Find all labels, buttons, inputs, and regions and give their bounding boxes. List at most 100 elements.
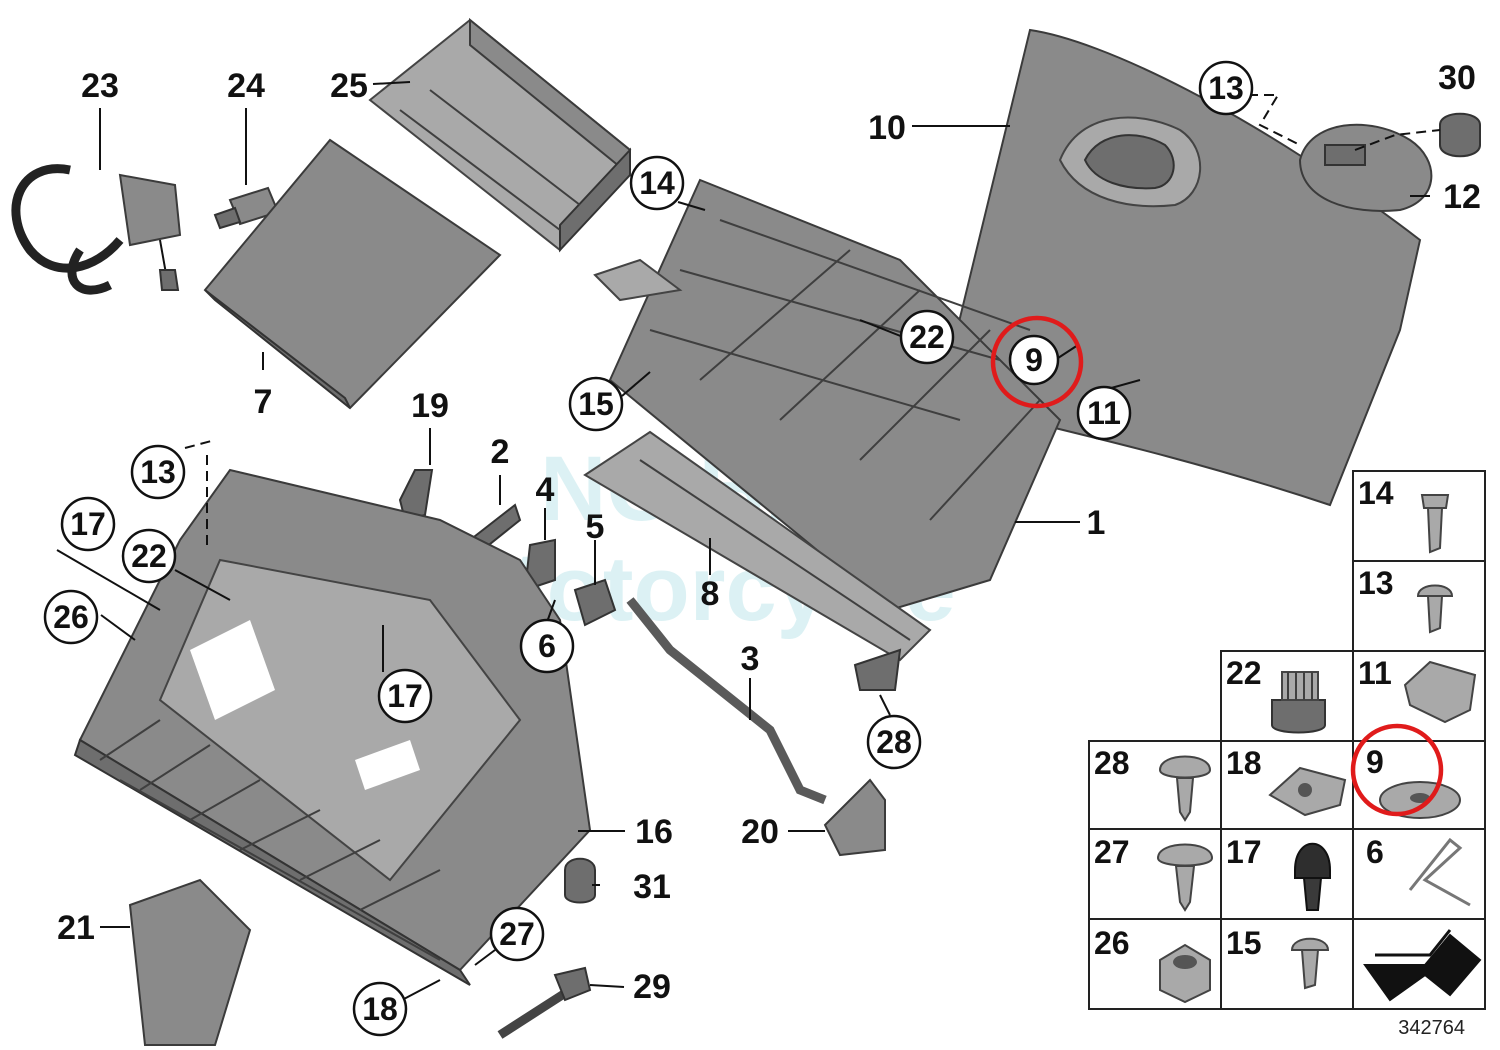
callout-19: 19 xyxy=(411,387,449,425)
callout-28: 28 xyxy=(866,714,922,770)
svg-text:28: 28 xyxy=(1094,745,1130,781)
svg-text:5: 5 xyxy=(586,508,605,546)
svg-text:17: 17 xyxy=(387,678,423,714)
svg-text:8: 8 xyxy=(701,575,720,613)
svg-text:17: 17 xyxy=(1226,834,1262,870)
buffer-icon xyxy=(1294,842,1331,911)
callout-3: 3 xyxy=(741,640,760,678)
part-21-cover xyxy=(128,878,252,1046)
legend-cell-11: 11 xyxy=(1358,655,1477,724)
callout-23: 23 xyxy=(81,67,119,105)
callout-24: 24 xyxy=(227,67,265,105)
spring-icon xyxy=(1408,837,1471,907)
svg-text:11: 11 xyxy=(1087,395,1121,431)
gear-icon xyxy=(1271,671,1326,734)
svg-text:29: 29 xyxy=(633,968,671,1006)
svg-text:7: 7 xyxy=(254,383,273,421)
svg-text:1: 1 xyxy=(1087,504,1106,542)
part-31-plug xyxy=(564,857,596,904)
callout-6: 6 xyxy=(519,618,575,674)
callout-11: 11 xyxy=(1076,385,1132,441)
legend-cell-27: 27 xyxy=(1094,834,1214,912)
screw-icon xyxy=(1420,494,1450,554)
svg-text:12: 12 xyxy=(1443,178,1481,216)
legend-grid: 14 13 22 11 xyxy=(1088,470,1486,1010)
nut-icon xyxy=(1159,943,1211,1004)
svg-text:11: 11 xyxy=(1358,655,1392,691)
callout-22-frame: 22 xyxy=(899,309,955,365)
legend-cell-28: 28 xyxy=(1094,745,1212,822)
svg-text:30: 30 xyxy=(1438,59,1476,97)
callout-17-center: 17 xyxy=(377,668,433,724)
callout-7: 7 xyxy=(254,383,273,421)
catalog-number: 342764 xyxy=(1398,1017,1465,1039)
svg-text:18: 18 xyxy=(1226,745,1262,781)
svg-text:17: 17 xyxy=(70,506,106,542)
part-25-upper-box xyxy=(368,17,632,253)
callout-10: 10 xyxy=(868,109,906,147)
svg-text:13: 13 xyxy=(1358,565,1394,601)
clip-icon xyxy=(1403,660,1477,724)
svg-text:24: 24 xyxy=(227,67,265,105)
screw-icon xyxy=(1156,843,1214,912)
part-29-bolt xyxy=(497,966,592,1039)
callout-4: 4 xyxy=(536,471,555,509)
part-20-stopper xyxy=(823,778,886,857)
legend-cell-26: 26 xyxy=(1094,925,1211,1004)
svg-text:25: 25 xyxy=(330,67,368,105)
svg-text:22: 22 xyxy=(131,538,167,574)
part-7-cover-panel xyxy=(203,138,502,410)
legend-cell-13: 13 xyxy=(1358,565,1454,634)
svg-text:19: 19 xyxy=(411,387,449,425)
legend-cell-arrow xyxy=(1363,929,1482,1002)
svg-text:14: 14 xyxy=(1358,475,1394,511)
svg-text:20: 20 xyxy=(741,813,779,851)
svg-text:26: 26 xyxy=(1094,925,1130,961)
callout-13-housing: 13 xyxy=(130,444,186,500)
legend-cell-22: 22 xyxy=(1226,655,1326,734)
part-10-lid xyxy=(938,28,1422,507)
part-30-cap xyxy=(1439,112,1481,158)
legend-cell-14: 14 xyxy=(1358,475,1450,554)
svg-text:14: 14 xyxy=(639,165,675,201)
legend-cell-9: 9 xyxy=(1350,723,1461,819)
callout-1: 1 xyxy=(1087,504,1106,542)
svg-text:26: 26 xyxy=(53,599,89,635)
part-23-ring-cable xyxy=(11,164,182,295)
svg-text:16: 16 xyxy=(635,813,673,851)
svg-text:31: 31 xyxy=(633,868,671,906)
callout-5: 5 xyxy=(586,508,605,546)
svg-text:28: 28 xyxy=(876,724,912,760)
svg-text:27: 27 xyxy=(1094,834,1130,870)
svg-text:23: 23 xyxy=(81,67,119,105)
part-16-housing xyxy=(73,468,592,986)
part-1-inner-frame xyxy=(593,178,1062,612)
svg-text:3: 3 xyxy=(741,640,760,678)
arrow-icon xyxy=(1363,929,1482,1002)
callout-21: 21 xyxy=(57,909,95,947)
callout-27: 27 xyxy=(489,906,545,962)
callout-29: 29 xyxy=(633,968,671,1006)
callout-18: 18 xyxy=(352,981,408,1037)
svg-text:9: 9 xyxy=(1025,342,1043,378)
callout-9-highlighted: 9 xyxy=(990,315,1084,409)
screw-icon xyxy=(1290,937,1330,990)
screw-icon xyxy=(1158,755,1212,822)
legend-cell-18: 18 xyxy=(1226,745,1347,817)
callout-2: 2 xyxy=(491,433,510,471)
callout-30: 30 xyxy=(1438,59,1476,97)
part-3-rod xyxy=(626,597,827,805)
callout-31: 31 xyxy=(633,868,671,906)
highlight-ring-legend-9 xyxy=(1350,723,1444,817)
svg-text:21: 21 xyxy=(57,909,95,947)
callout-16: 16 xyxy=(635,813,673,851)
callout-22-housing: 22 xyxy=(121,528,177,584)
svg-text:6: 6 xyxy=(538,628,556,664)
highlight-ring-9 xyxy=(990,315,1084,409)
callout-20: 20 xyxy=(741,813,779,851)
svg-text:9: 9 xyxy=(1366,744,1384,780)
part-8-strip xyxy=(583,430,932,691)
svg-text:13: 13 xyxy=(140,454,176,490)
nut-icon xyxy=(1268,766,1347,817)
